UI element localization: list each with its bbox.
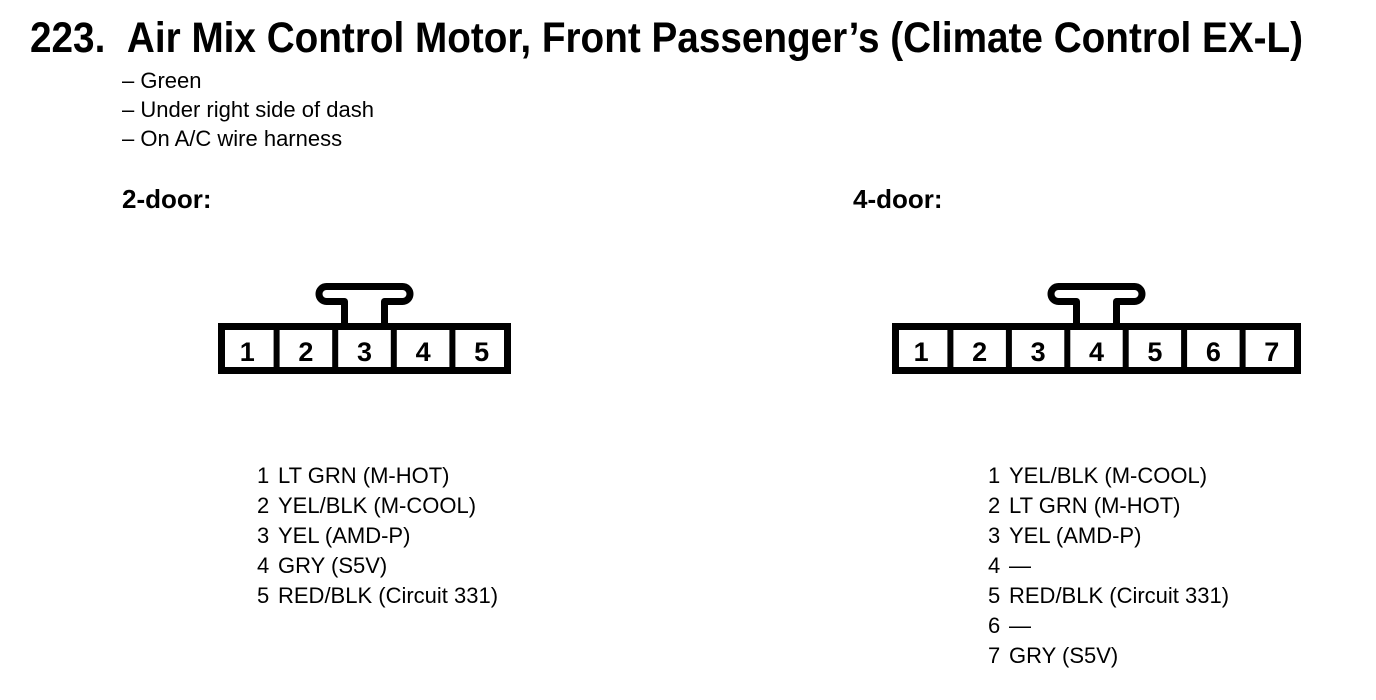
pin-number: 5: [988, 583, 1001, 608]
pin-number: 1: [988, 463, 1001, 488]
pin-number: 2: [257, 493, 270, 518]
notes-list: – Green – Under right side of dash – On …: [122, 66, 374, 153]
two-door-heading: 2-door:: [122, 184, 212, 214]
cavity-number: 1: [914, 337, 929, 367]
cavity-number: 2: [298, 337, 313, 367]
pin-row: 6 —: [988, 611, 1229, 641]
note-color: – Green: [122, 68, 202, 93]
cavity-number: 6: [1206, 337, 1221, 367]
pin-number: 1: [257, 463, 270, 488]
pin-row: 1 YEL/BLK (M-COOL): [988, 461, 1229, 491]
two-door-pin-list: 1 LT GRN (M-HOT) 2 YEL/BLK (M-COOL) 3 YE…: [257, 461, 498, 611]
page-title: 223. Air Mix Control Motor, Front Passeng…: [30, 16, 1303, 60]
pin-row: 7 GRY (S5V): [988, 641, 1229, 671]
four-door-connector-diagram: 1 2 3 4 5 6 7: [892, 283, 1301, 374]
pin-row: 3 YEL (AMD-P): [257, 521, 498, 551]
cavity-number: 1: [240, 337, 255, 367]
cavity-number: 5: [474, 337, 489, 367]
cavity-number: 2: [972, 337, 987, 367]
pin-row: 1 LT GRN (M-HOT): [257, 461, 498, 491]
pin-wire-label: YEL/BLK (M-COOL): [278, 493, 477, 518]
pin-wire-label: YEL (AMD-P): [278, 523, 411, 548]
pin-wire-label: GRY (S5V): [1009, 643, 1119, 668]
pin-row: 5 RED/BLK (Circuit 331): [257, 581, 498, 611]
pin-wire-label: —: [1009, 553, 1031, 578]
pin-wire-label: RED/BLK (Circuit 331): [278, 583, 499, 608]
pin-wire-label: LT GRN (M-HOT): [278, 463, 450, 488]
pin-row: 4 GRY (S5V): [257, 551, 498, 581]
cavity-number: 3: [1031, 337, 1046, 367]
pin-wire-label: —: [1009, 613, 1031, 638]
cavity-number: 7: [1264, 337, 1279, 367]
two-door-connector-diagram: 1 2 3 4 5: [218, 283, 511, 374]
note-harness: – On A/C wire harness: [122, 126, 343, 151]
cavity-number: 4: [1089, 337, 1104, 367]
pin-row: 4 —: [988, 551, 1229, 581]
pin-number: 3: [257, 523, 270, 548]
four-door-heading: 4-door:: [853, 184, 943, 214]
pin-row: 3 YEL (AMD-P): [988, 521, 1229, 551]
cavity-number: 4: [416, 337, 431, 367]
pin-number: 4: [257, 553, 270, 578]
pin-wire-label: LT GRN (M-HOT): [1009, 493, 1181, 518]
note-location: – Under right side of dash: [122, 97, 374, 122]
connector-latch-icon: [315, 283, 414, 330]
pin-number: 6: [988, 613, 1001, 638]
pin-number: 5: [257, 583, 270, 608]
pin-number: 3: [988, 523, 1001, 548]
pin-number: 4: [988, 553, 1001, 578]
section-number: 223.: [30, 14, 106, 62]
cavity-number: 3: [357, 337, 372, 367]
pin-number: 2: [988, 493, 1001, 518]
pin-row: 2 LT GRN (M-HOT): [988, 491, 1229, 521]
four-door-pin-list: 1 YEL/BLK (M-COOL) 2 LT GRN (M-HOT) 3 YE…: [988, 461, 1229, 671]
pin-wire-label: RED/BLK (Circuit 331): [1009, 583, 1230, 608]
pin-wire-label: YEL/BLK (M-COOL): [1009, 463, 1208, 488]
cavity-number: 5: [1147, 337, 1162, 367]
pin-wire-label: YEL (AMD-P): [1009, 523, 1142, 548]
connector-body: [892, 323, 1301, 374]
connector-body: [218, 323, 511, 374]
section-title: Air Mix Control Motor, Front Passenger’s…: [126, 14, 1304, 62]
connector-latch-icon: [1047, 283, 1146, 330]
pin-row: 2 YEL/BLK (M-COOL): [257, 491, 498, 521]
pin-wire-label: GRY (S5V): [278, 553, 388, 578]
pin-row: 5 RED/BLK (Circuit 331): [988, 581, 1229, 611]
pin-number: 7: [988, 643, 1001, 668]
